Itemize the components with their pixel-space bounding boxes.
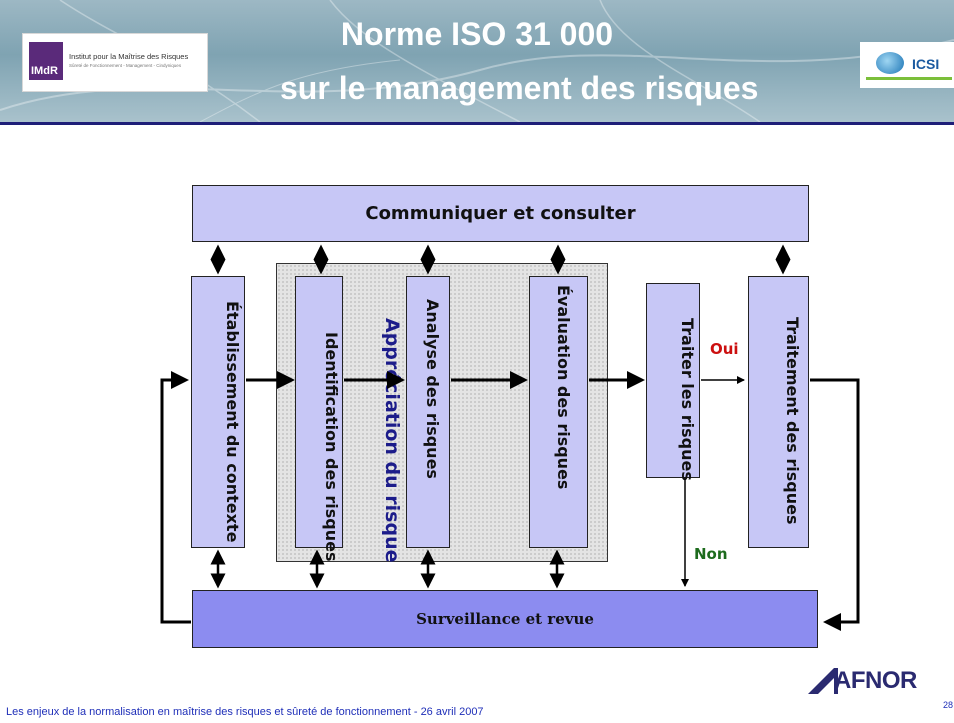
no-label: Non bbox=[694, 545, 728, 563]
treat-question-box: Traiter les risques bbox=[646, 283, 700, 481]
slide-header: IMdR Institut pour la Maîtrise des Risqu… bbox=[0, 0, 954, 122]
icsi-underline bbox=[866, 77, 952, 80]
identification-box: Identification des risques bbox=[295, 276, 343, 562]
imdr-logo: IMdR Institut pour la Maîtrise des Risqu… bbox=[22, 33, 208, 92]
icsi-globe-icon bbox=[876, 52, 904, 74]
arrow-monitoring-context bbox=[160, 371, 191, 624]
arrow-treatment-monitoring bbox=[810, 378, 860, 631]
footer-text: Les enjeux de la normalisation en maîtri… bbox=[6, 706, 484, 718]
communicate-label: Communiquer et consulter bbox=[365, 203, 636, 224]
yes-label: Oui bbox=[710, 340, 739, 358]
communicate-box: Communiquer et consulter bbox=[192, 185, 809, 242]
header-divider bbox=[0, 122, 954, 125]
context-box: Établissement du contexte bbox=[191, 276, 245, 548]
slide-title-line1: Norme ISO 31 000 bbox=[340, 16, 614, 52]
monitoring-label: Surveillance et revue bbox=[416, 610, 594, 628]
icsi-name: ICSI bbox=[912, 56, 940, 72]
imdr-tagline: Sûreté de Fonctionnement - Management - … bbox=[69, 63, 182, 68]
afnor-name: AFNOR bbox=[834, 667, 917, 694]
treat-question-label: Traiter les risques bbox=[678, 318, 697, 481]
icsi-logo: ICSI bbox=[860, 42, 954, 88]
slide-title-line2: sur le management des risques bbox=[280, 70, 759, 106]
page-number: 28 bbox=[943, 700, 954, 710]
afnor-logo: AFNOR bbox=[804, 666, 930, 696]
imdr-name: Institut pour la Maîtrise des Risques bbox=[69, 52, 189, 61]
analysis-box: Analyse des risques bbox=[406, 276, 450, 548]
evaluation-box: Évaluation des risques bbox=[529, 276, 588, 548]
treatment-label: Traitement des risques bbox=[783, 317, 802, 525]
imdr-mark: IMdR bbox=[29, 42, 63, 80]
identification-label: Identification des risques bbox=[322, 332, 341, 562]
monitoring-box: Surveillance et revue bbox=[192, 590, 818, 648]
analysis-label: Analyse des risques bbox=[423, 299, 442, 479]
afnor-triangle-icon bbox=[808, 668, 838, 694]
context-label: Établissement du contexte bbox=[223, 301, 242, 543]
evaluation-label: Évaluation des risques bbox=[554, 285, 573, 490]
treatment-box: Traitement des risques bbox=[748, 276, 809, 548]
